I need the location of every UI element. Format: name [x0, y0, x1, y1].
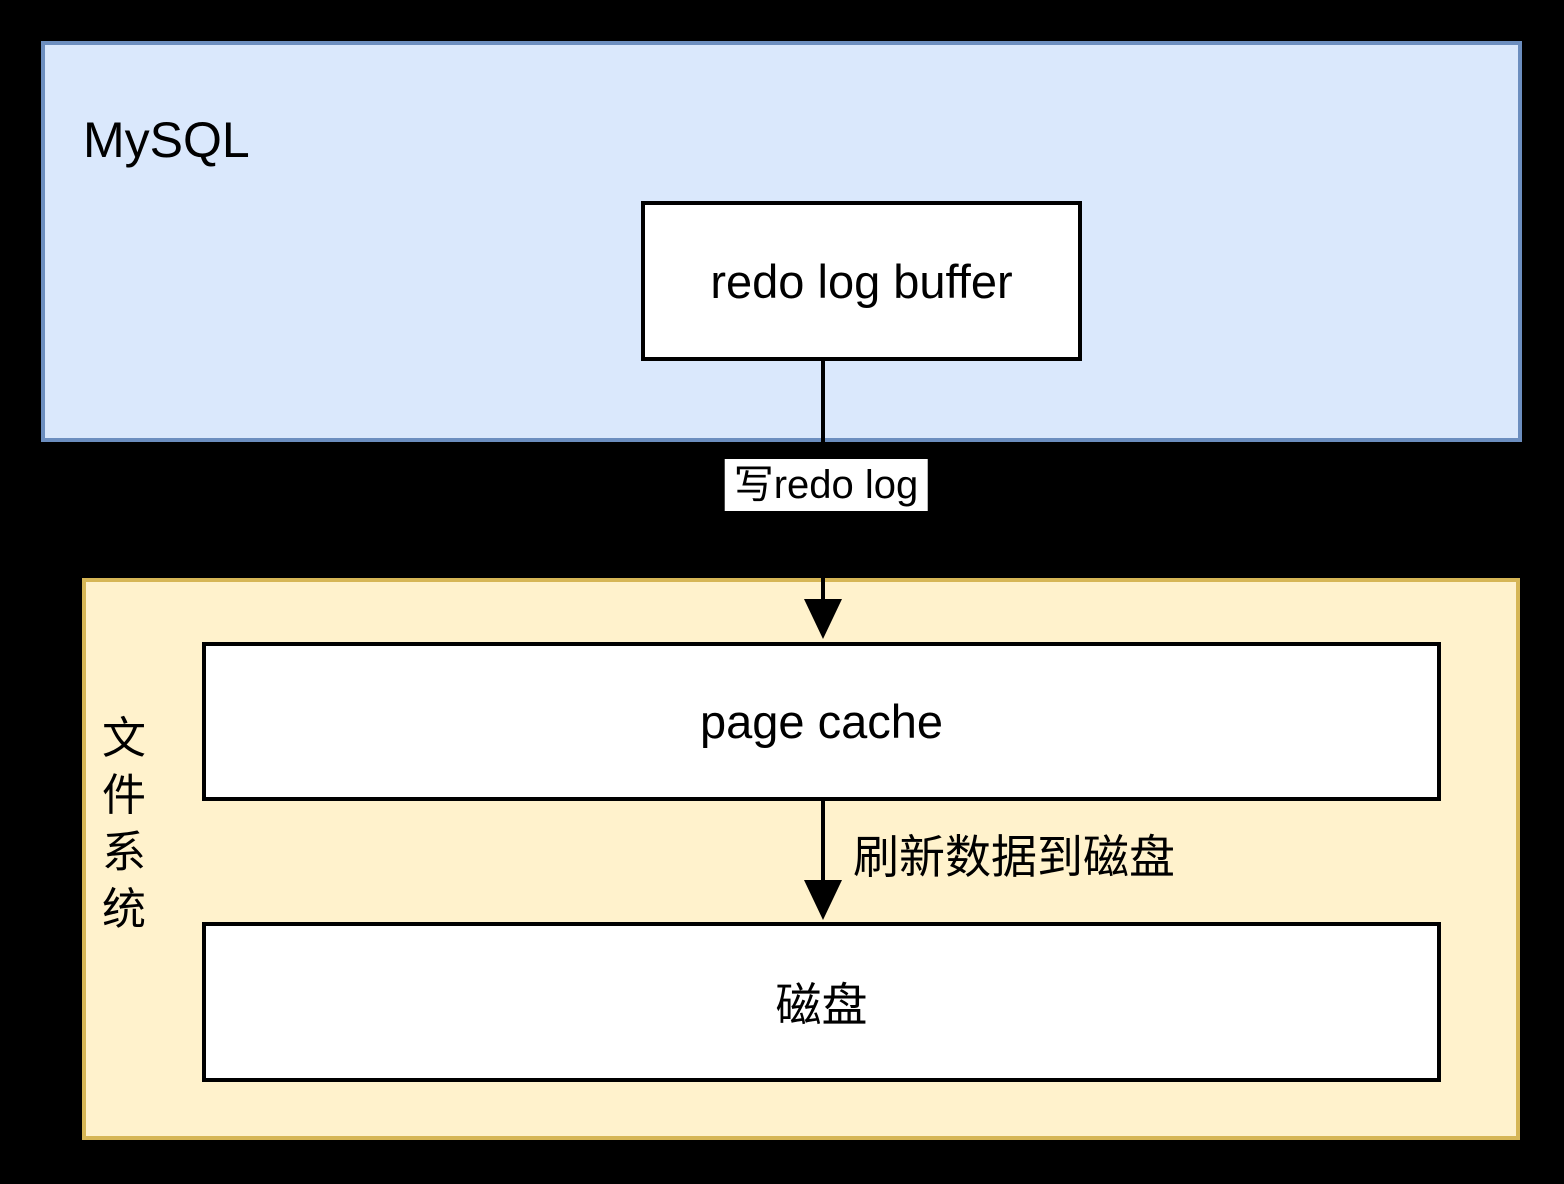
- node-page-cache: page cache: [202, 642, 1441, 801]
- filesystem-container-label: 文件系统: [102, 714, 146, 934]
- node-redo-log-buffer-label: redo log buffer: [710, 254, 1013, 308]
- mysql-container-label: MySQL: [83, 112, 250, 168]
- node-disk: 磁盘: [202, 922, 1441, 1082]
- edge-label-flush-to-disk: 刷新数据到磁盘: [853, 831, 1175, 883]
- edge-label-write-redo-log: 写redo log: [724, 459, 928, 511]
- node-disk-label: 磁盘: [775, 979, 868, 1031]
- node-page-cache-label: page cache: [699, 695, 944, 748]
- node-redo-log-buffer: redo log buffer: [641, 201, 1082, 361]
